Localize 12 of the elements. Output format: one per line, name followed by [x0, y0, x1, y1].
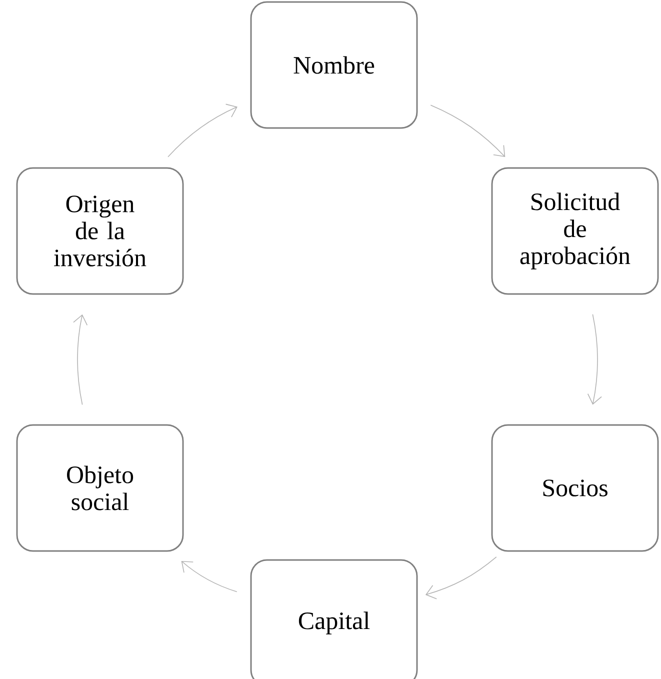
- process-box: Solicitud de aprobación: [491, 167, 659, 295]
- arrow: [181, 560, 238, 592]
- process-box: Capital: [250, 559, 418, 679]
- process-box: Socios: [491, 424, 659, 552]
- process-box: Origen de la inversión: [16, 167, 184, 295]
- process-box: Nombre: [250, 1, 418, 129]
- arrow: [168, 104, 238, 158]
- arrow: [587, 314, 602, 405]
- process-box: Objeto social: [16, 424, 184, 552]
- arrow: [425, 556, 497, 600]
- arrow: [430, 104, 506, 158]
- arrow: [73, 314, 88, 406]
